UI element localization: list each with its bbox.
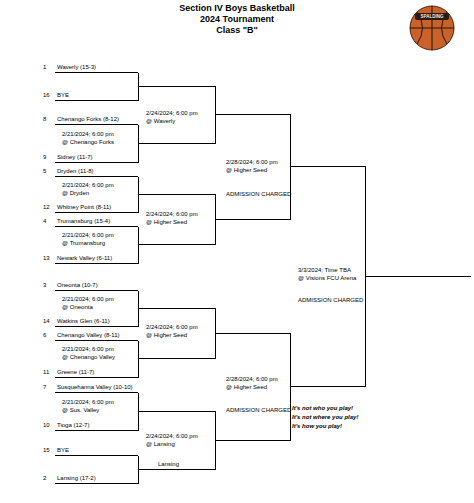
team-name: Chenango Forks (8-12)	[57, 116, 119, 123]
team-name: Chenango Valley (8-11)	[57, 332, 119, 339]
bracket-line	[139, 73, 471, 470]
team-name: Sidney (11-7)	[57, 154, 93, 161]
game-info: 2/28/2024; 6:00 pm @ Higher Seed	[226, 376, 282, 391]
team-name: Newark Valley (6-11)	[57, 255, 112, 262]
team-slot: 9Sidney (11-7)	[55, 151, 138, 163]
team-slot: 1Waverly (15-3)	[55, 61, 138, 73]
team-slot: 14Watkins Glen (6-11)	[55, 315, 138, 327]
subtitle: Class "B"	[137, 25, 337, 36]
seed-number: 11	[43, 369, 49, 376]
basketball-illustration	[410, 6, 454, 50]
game-info: 2/28/2024; 6:00 pm @ Higher Seed	[226, 159, 282, 174]
game-info: 2/21/2024; 6:00 pm @ Sus. Valley	[62, 399, 118, 414]
team-slot: 13Newark Valley (6-11)	[55, 252, 138, 264]
ball-band	[415, 13, 449, 20]
team-slot: 7Susquehanna Valley (10-10)	[55, 381, 138, 393]
ball	[410, 6, 454, 50]
game-info: 3/3/2024; Time TBA @ Visions FCU Arena	[298, 267, 358, 282]
slogan: It's how you play!	[292, 423, 392, 431]
game-info: 2/24/2024; 6:00 pm @ Waverly	[146, 110, 202, 125]
seed-number: 3	[43, 282, 46, 289]
team-slot: 15BYE	[55, 444, 138, 456]
seed-number: 5	[43, 168, 46, 175]
team-name: Whitney Point (8-11)	[57, 204, 111, 211]
team-name: Waverly (15-3)	[57, 64, 96, 71]
team-slot: 3Oneonta (10-7)	[55, 279, 138, 291]
team-name: BYE	[57, 92, 69, 99]
team-name: Watkins Glen (6-11)	[57, 318, 110, 325]
seed-number: 9	[43, 154, 46, 161]
team-name: Dryden (11-8)	[57, 168, 94, 175]
seed-number: 13	[43, 255, 50, 262]
team-slot: 2Lansing (17-2)	[55, 472, 138, 484]
ball-logo: SPALDING	[415, 14, 449, 19]
team-slot: 16BYE	[55, 89, 138, 101]
team-name: Lansing (17-2)	[57, 475, 96, 482]
seed-number: 1	[43, 64, 46, 71]
admission-note: ADMISSION CHARGED	[298, 297, 378, 305]
game-info: 2/21/2024; 6:00 pm @ Oneonta	[62, 296, 118, 311]
seed-number: 6	[43, 332, 46, 339]
team-slot: 6Chenango Valley (8-11)	[55, 329, 138, 341]
slogan: It's not where you play!	[292, 414, 392, 422]
game-info: 2/21/2024; 6:00 pm @ Dryden	[62, 182, 118, 197]
team-slot: 5Dryden (11-8)	[55, 165, 138, 177]
seed-number: 2	[43, 475, 46, 482]
team-slot: 4Trumansburg (15-4)	[55, 215, 138, 227]
team-slot: 8Chenango Forks (8-12)	[55, 113, 138, 125]
bracket-connector	[138, 470, 139, 484]
seed-number: 8	[43, 116, 46, 123]
seed-number: 15	[43, 447, 50, 454]
seed-number: 16	[43, 92, 50, 99]
team-name: Greene (11-7)	[57, 369, 94, 376]
game-info: 2/21/2024; 6:00 pm @ Trumansburg	[62, 232, 118, 247]
seed-number: 10	[43, 422, 50, 429]
team-slot: 10Tioga (12-7)	[55, 419, 138, 431]
seed-number: 7	[43, 384, 46, 391]
game-info: 2/21/2024; 6:00 pm @ Chenango Valley	[62, 346, 118, 361]
team-name: Oneonta (10-7)	[57, 282, 98, 289]
team-name: Lansing	[158, 461, 179, 468]
team-name: Trumansburg (15-4)	[57, 218, 110, 225]
game-info: 2/21/2024; 6:00 pm @ Chenango Forks	[62, 131, 118, 146]
seed-number: 4	[43, 218, 46, 225]
winner-slot: Lansing	[138, 458, 215, 470]
team-name: BYE	[57, 447, 69, 454]
title: Section IV Boys Basketball	[137, 3, 337, 14]
slogan: It's not who you play!	[292, 405, 392, 413]
seed-number: 12	[43, 204, 50, 211]
admission-note: ADMISSION CHARGED	[226, 191, 306, 199]
subtitle: 2024 Tournament	[137, 14, 337, 25]
team-slot: 11Greene (11-7)	[55, 366, 138, 378]
game-info: 2/24/2024; 6:00 pm @ Higher Seed	[146, 324, 202, 339]
game-info: 2/24/2024; 6:00 pm @ Higher Seed	[146, 211, 202, 226]
game-info: 2/24/2024; 6:00 pm @ Lansing	[146, 433, 202, 448]
team-name: Susquehanna Valley (10-10)	[57, 384, 133, 391]
ball-seam	[410, 6, 454, 50]
team-name: Tioga (12-7)	[57, 422, 89, 429]
seed-number: 14	[43, 318, 50, 325]
team-slot: 12Whitney Point (8-11)	[55, 201, 138, 213]
